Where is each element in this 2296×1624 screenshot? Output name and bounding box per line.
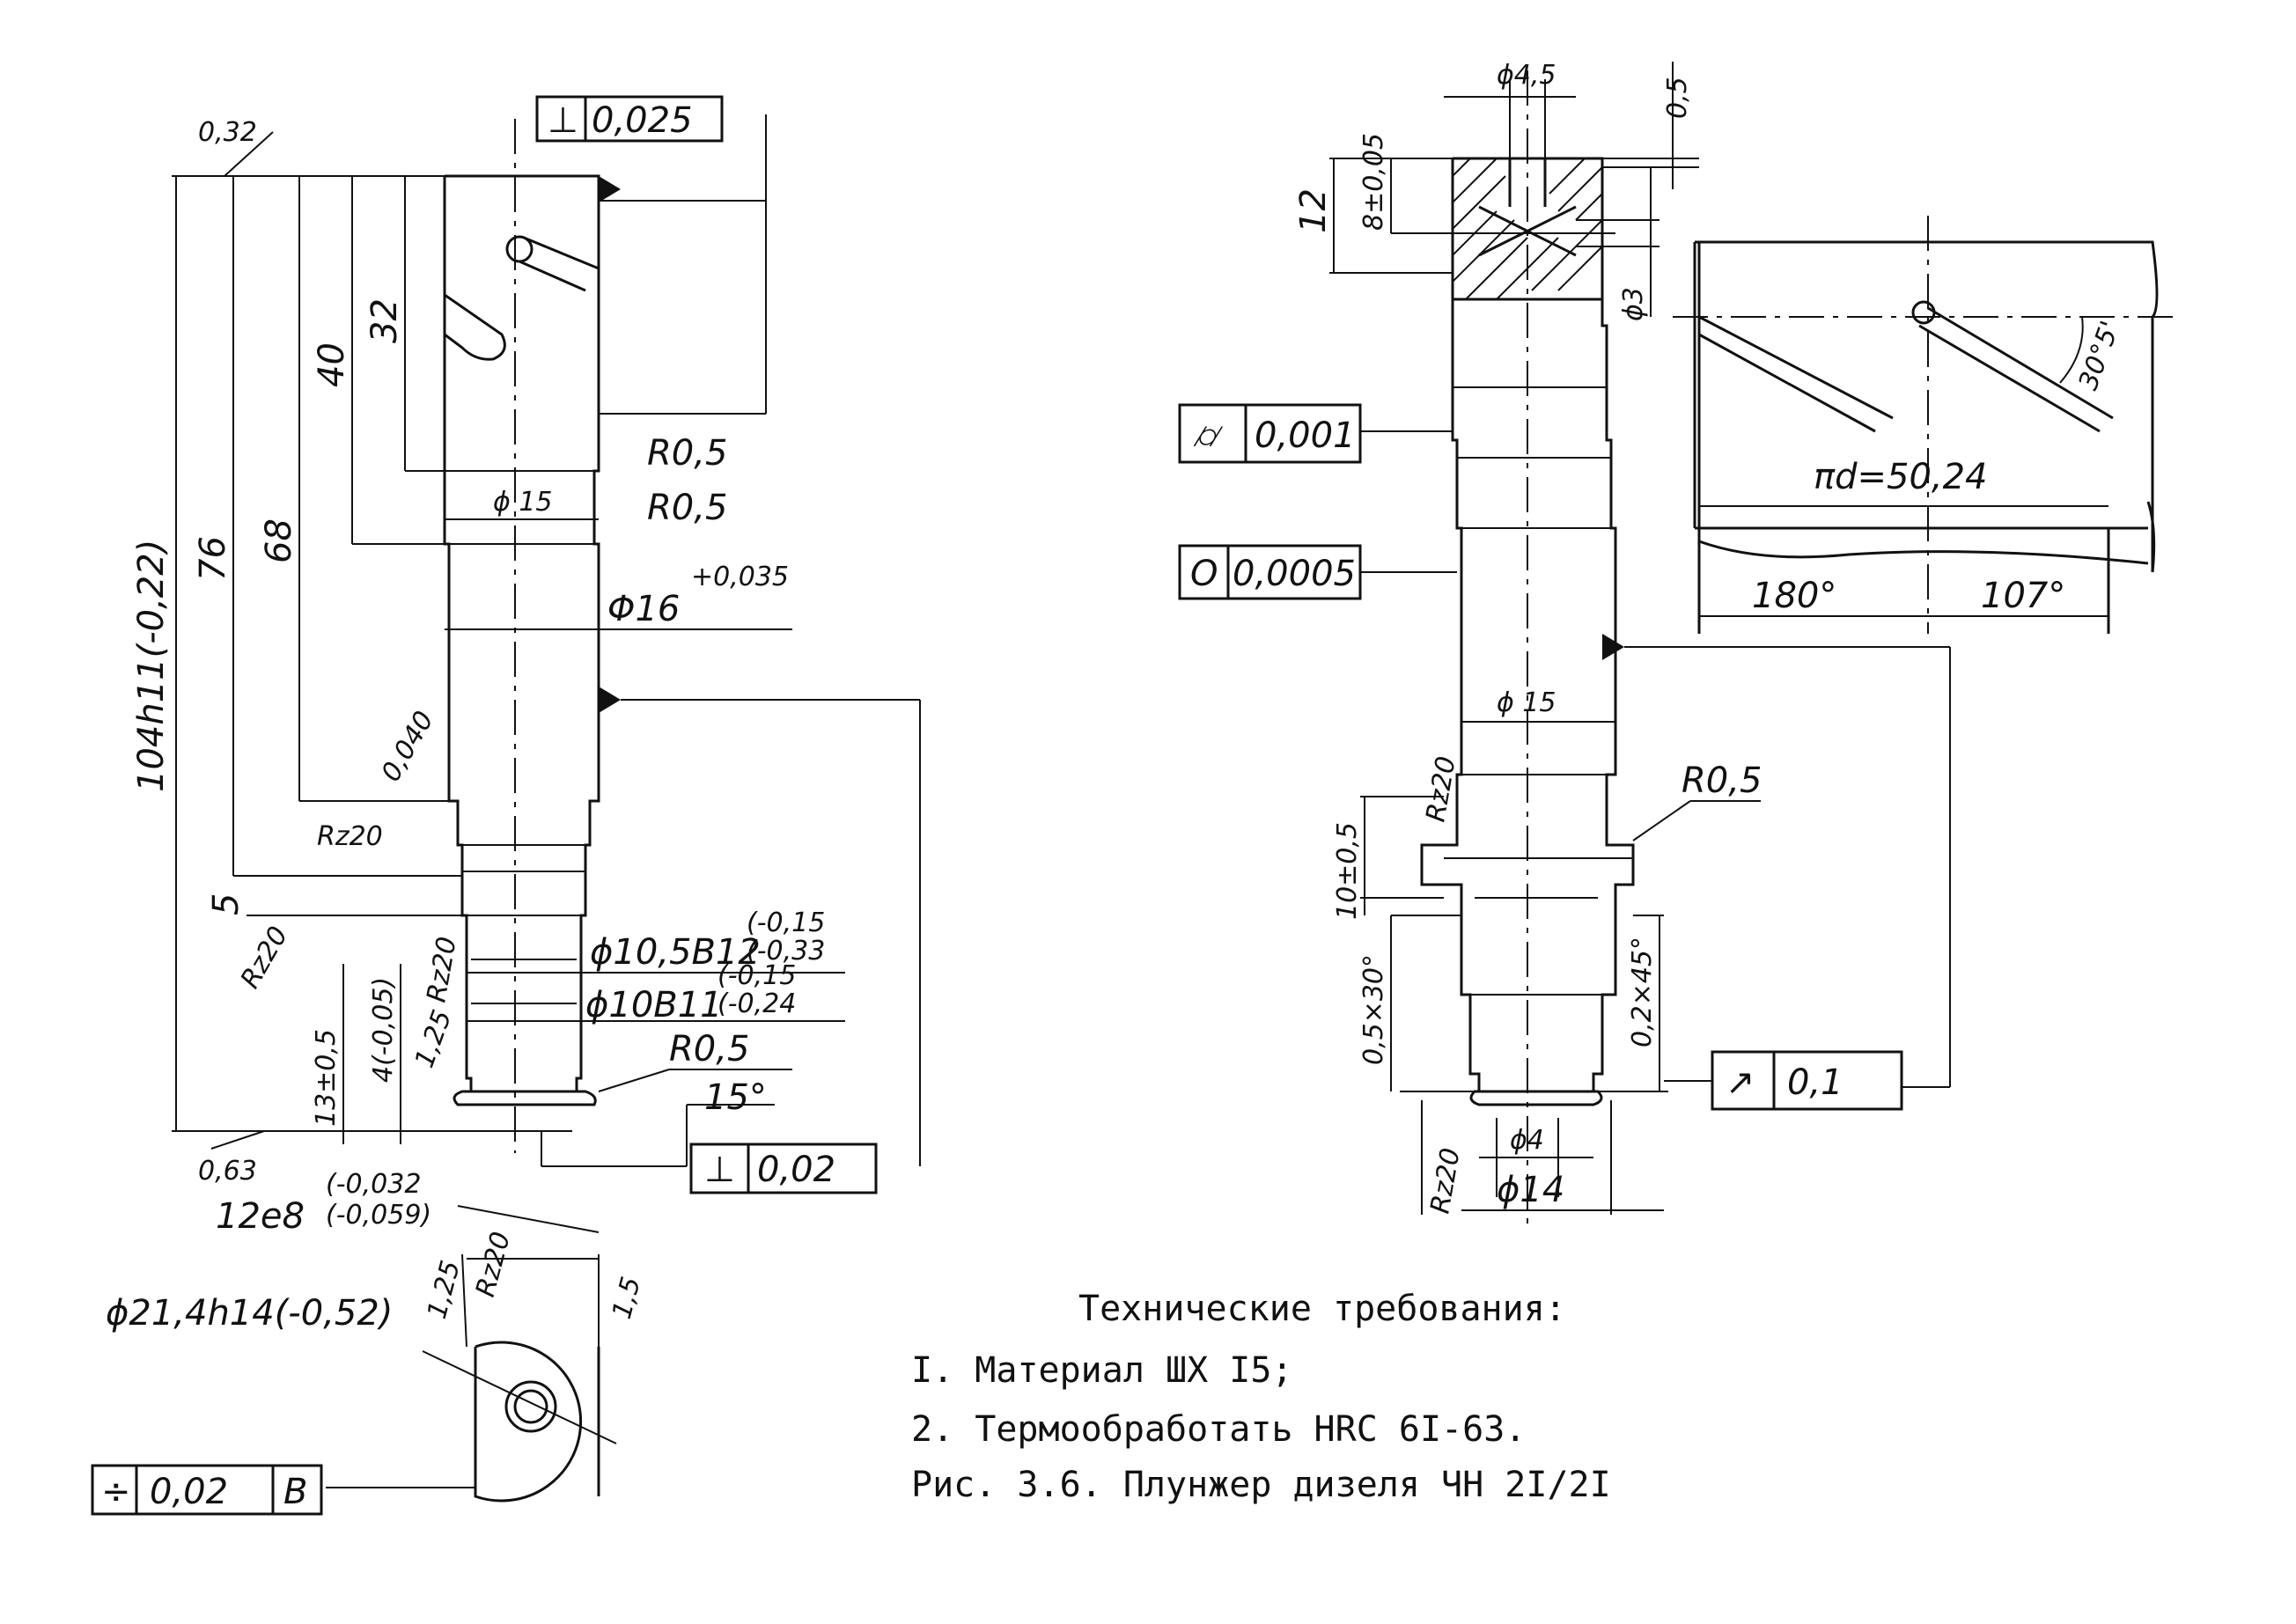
dim-76-label: 76 bbox=[193, 536, 233, 581]
dim-d14: ϕ14 bbox=[1497, 1170, 1564, 1210]
dim-13-label: 13±0,5 bbox=[311, 1029, 342, 1127]
roughness-rz-1: Rz20 bbox=[317, 821, 383, 852]
tolerance-frame-top: ⊥ 0,025 bbox=[535, 95, 724, 143]
dim-chamfer1: 0,5×30° bbox=[1358, 954, 1389, 1065]
dim-5-label: 5 bbox=[206, 893, 247, 915]
tolerance-frame-runout: ↗ 0,1 bbox=[1664, 1050, 1903, 1111]
tech-line-2: 2. Термообработать HRC 6I-63. bbox=[911, 1409, 1526, 1450]
tech-requirements: Технические требования: I. Материал ШХ I… bbox=[911, 1289, 1611, 1505]
roughness-125: 1,25 bbox=[409, 1006, 459, 1072]
dim-d3: ϕ3 bbox=[1618, 287, 1649, 321]
tolerance-bottom-value: 0,02 bbox=[757, 1150, 835, 1190]
perpendicularity-icon: ⊥ bbox=[704, 1150, 735, 1190]
right-body-outline bbox=[1420, 157, 1635, 1093]
dim-12: 12 bbox=[1293, 188, 1334, 233]
dim-d10-tol1: (-0,15 bbox=[718, 960, 796, 991]
dim-angle-15: 15° bbox=[704, 1077, 767, 1118]
dim-05: 0,5 bbox=[1662, 77, 1693, 119]
left-groove-lower bbox=[444, 293, 506, 361]
runout-icon: ↗ bbox=[1726, 1062, 1755, 1103]
dim-chamfer2: 0,2×45° bbox=[1627, 937, 1658, 1047]
datum-triangle bbox=[599, 687, 621, 713]
dim-r05-right: R0,5 bbox=[1682, 761, 1762, 801]
section-hole-outer bbox=[504, 1380, 557, 1433]
left-body-outline bbox=[443, 174, 600, 1093]
dim-d10-tol2: (-0,24 bbox=[718, 988, 796, 1019]
dim-d16-tol: +0,035 bbox=[691, 562, 789, 592]
dim-40-label: 40 bbox=[312, 342, 352, 387]
dim-d10: ϕ10B11 bbox=[585, 985, 723, 1025]
dim-r05-a: R0,5 bbox=[647, 433, 727, 474]
dim-4-label: 4(-0,05) bbox=[368, 977, 399, 1083]
tolerance-runout-value: 0,1 bbox=[1787, 1062, 1843, 1103]
dim-d16: Φ16 bbox=[607, 589, 680, 629]
dim-8: 8±0,05 bbox=[1358, 133, 1389, 231]
roughness-rz-2: Rz20 bbox=[235, 922, 295, 994]
roughness-rz-3: Rz20 bbox=[421, 935, 462, 1005]
dim-total-label: 104h11(-0,22) bbox=[131, 540, 172, 792]
section-view: ϕ21,4h14(-0,52) 1,25 Rz20 1,5 ÷ 0,02 B bbox=[91, 1229, 647, 1516]
right-top-section-hatch bbox=[1452, 158, 1603, 301]
dim-r05-c: R0,5 bbox=[669, 1029, 749, 1069]
right-bottom-collar bbox=[1469, 1090, 1603, 1106]
dim-d45: ϕ4,5 bbox=[1497, 60, 1556, 91]
dim-10: 10±0,5 bbox=[1332, 822, 1363, 920]
dim-12e8: 12e8 bbox=[216, 1196, 305, 1237]
tolerance-top-value: 0,025 bbox=[592, 100, 693, 141]
tolerance-cyl-value: 0,001 bbox=[1255, 415, 1356, 456]
right-view-plunger bbox=[1420, 70, 1635, 1224]
section-roughness-rz: Rz20 bbox=[470, 1229, 517, 1300]
left-groove-edge bbox=[519, 260, 586, 292]
perpendicularity-icon: ⊥ bbox=[548, 100, 578, 141]
right-dimensions: ϕ4,5 0,5 12 8±0,05 ϕ3 ϕ 15 Rz20 Rz20 R0,… bbox=[1293, 60, 1951, 1216]
left-dimensions: 104h11(-0,22) 76 68 40 32 5 13±0,5 4(-0,… bbox=[131, 114, 921, 1237]
datum-triangle bbox=[1602, 634, 1624, 660]
tech-title: Технические требования: bbox=[1078, 1289, 1566, 1329]
development-break-line bbox=[1698, 540, 2149, 565]
dim-d105-tol1: (-0,15 bbox=[747, 908, 825, 938]
section-tolerance-value: 0,02 bbox=[150, 1472, 228, 1512]
development-view: πd=50,24 180° 107° 30°5' bbox=[1673, 216, 2175, 634]
section-dim-15: 1,5 bbox=[607, 1274, 647, 1322]
section-tolerance-base: B bbox=[283, 1472, 307, 1512]
development-outline bbox=[1695, 240, 2159, 573]
figure-caption: Рис. 3.6. Плунжер дизеля ЧН 2I/2I bbox=[911, 1465, 1611, 1505]
left-bottom-collar bbox=[453, 1090, 597, 1106]
dim-d15: ϕ 15 bbox=[493, 487, 553, 518]
roughness-mid: 0,040 bbox=[376, 706, 440, 787]
symmetry-icon: ÷ bbox=[101, 1472, 131, 1512]
dim-d105-tol2: (-0,33 bbox=[747, 936, 825, 966]
dim-d15-right: ϕ 15 bbox=[1497, 687, 1556, 718]
tolerance-frame-bottom: ⊥ 0,02 bbox=[689, 1143, 878, 1194]
tolerance-frame-roundness: O 0,0005 bbox=[1178, 544, 1362, 600]
dim-32-label: 32 bbox=[364, 298, 405, 343]
roundness-icon: O bbox=[1190, 554, 1218, 594]
dim-12e8-tol1: (-0,032 bbox=[326, 1169, 421, 1200]
roughness-bottom: 0,63 bbox=[198, 1156, 257, 1187]
dim-angle-dev: 30°5' bbox=[2073, 317, 2126, 394]
tolerance-round-value: 0,0005 bbox=[1233, 554, 1356, 594]
roughness-rz-b: Rz20 bbox=[1424, 1146, 1466, 1216]
dim-68-label: 68 bbox=[259, 518, 299, 563]
dim-107: 107° bbox=[1981, 576, 2065, 616]
left-view-plunger bbox=[443, 119, 621, 1153]
dim-pid: πd=50,24 bbox=[1814, 457, 1988, 497]
dim-12e8-tol2: (-0,059) bbox=[326, 1200, 431, 1231]
dim-d4: ϕ4 bbox=[1510, 1125, 1544, 1156]
left-groove-edge bbox=[523, 236, 600, 270]
dim-d105: ϕ10,5B12 bbox=[590, 932, 761, 973]
tech-line-1: I. Материал ШХ I5; bbox=[911, 1350, 1292, 1391]
section-roughness-125: 1,25 bbox=[422, 1257, 467, 1322]
dim-180: 180° bbox=[1752, 576, 1836, 616]
section-outline bbox=[474, 1341, 583, 1503]
datum-triangle bbox=[599, 176, 621, 202]
tolerance-frame-cylindricity: ⌭ 0,001 bbox=[1178, 403, 1362, 464]
dim-r05-b: R0,5 bbox=[647, 488, 727, 528]
dim-d214: ϕ21,4h14(-0,52) bbox=[106, 1293, 393, 1334]
roughness-top: 0,32 bbox=[198, 117, 257, 148]
section-hole-inner bbox=[513, 1389, 548, 1424]
